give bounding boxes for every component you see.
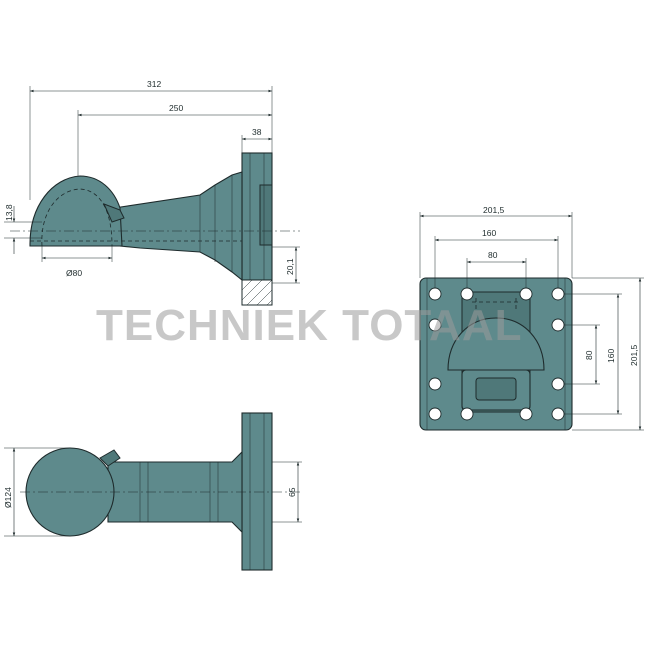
shank-top: [107, 450, 243, 534]
flange-front-view: 201,5 160 80 80 160 201,5: [419, 205, 644, 431]
ball-side: [29, 175, 123, 247]
dim-holes-160-v: 160: [606, 349, 616, 363]
grease-nipple-top: [99, 449, 121, 467]
side-view-upper: 312 250 38 13,8 Ø80 20,1: [4, 79, 300, 306]
shank-side: [113, 171, 243, 282]
grease-nipple-side: [103, 203, 125, 223]
dim-ball-124: Ø124: [3, 487, 13, 508]
dim-flange-height: 201,5: [629, 344, 639, 366]
flange-body-top: [241, 412, 273, 571]
dim-38: 38: [252, 127, 262, 137]
bolt-holes: [428, 287, 565, 421]
dim-250: 250: [169, 103, 183, 113]
dim-13-8: 13,8: [4, 204, 14, 221]
flange-hatched-section: [241, 279, 273, 306]
dim-ball-80: Ø80: [66, 268, 82, 278]
flange-step: [259, 184, 273, 246]
dim-312: 312: [147, 79, 161, 89]
dim-20-1: 20,1: [285, 258, 295, 275]
ball-front: [447, 317, 545, 371]
dim-holes-80-v: 80: [584, 350, 594, 360]
top-view-lower: Ø124 65: [3, 412, 302, 571]
shank-end-front: [475, 377, 517, 401]
dim-holes-160-h: 160: [482, 228, 496, 238]
watermark-text: TECHNIEK TOTAAL: [96, 301, 522, 350]
dim-flange-width: 201,5: [483, 205, 505, 215]
dim-shank-65: 65: [287, 487, 297, 497]
dim-holes-80-h: 80: [488, 250, 498, 260]
